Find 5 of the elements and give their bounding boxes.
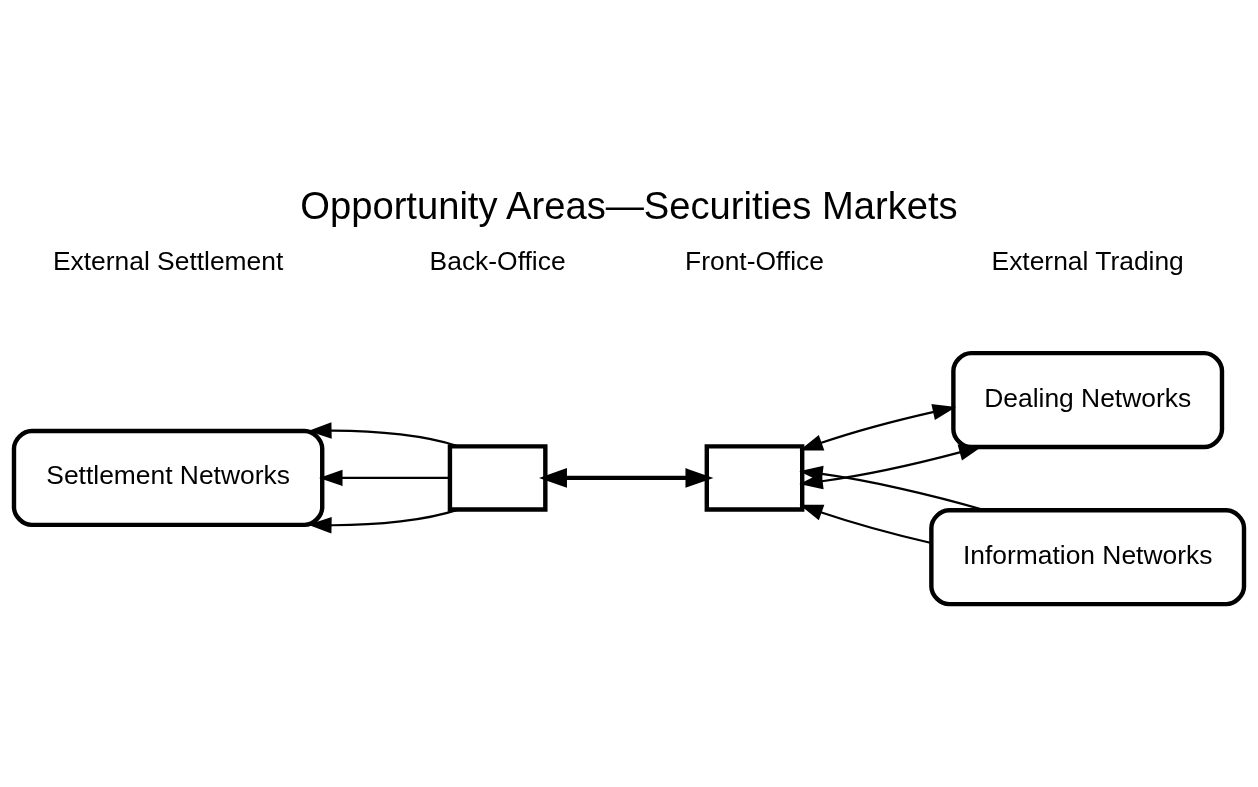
diagram-title: Opportunity Areas—Securities Markets — [300, 184, 958, 228]
label: Front-Office — [685, 246, 824, 277]
label: External Trading — [991, 246, 1184, 277]
label: Back-Office — [429, 246, 566, 277]
label: External Settlement — [52, 246, 284, 277]
